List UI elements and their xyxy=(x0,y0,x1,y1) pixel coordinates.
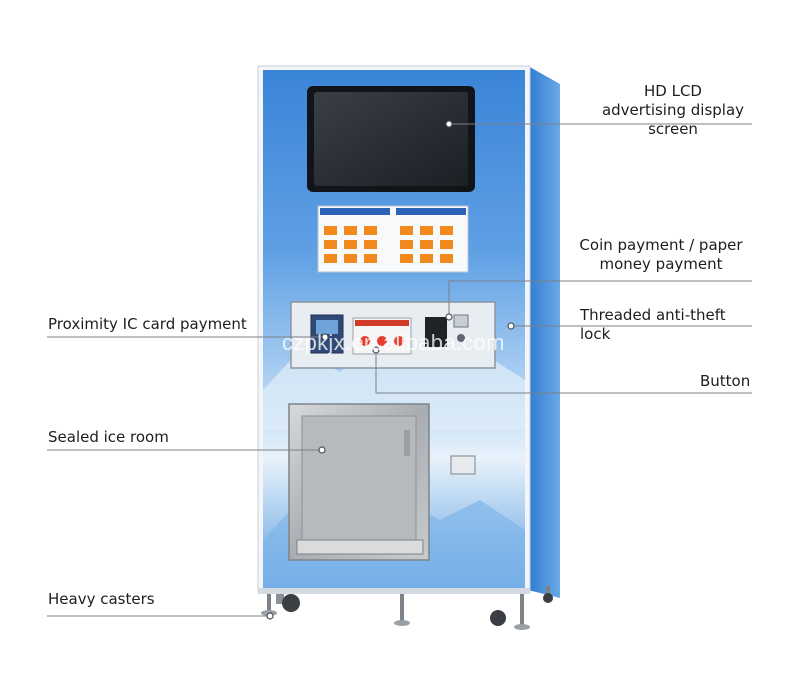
leveling-foot-right xyxy=(514,594,530,630)
label-lcd-screen: HD LCD advertising display screen xyxy=(601,82,745,138)
instruction-icons xyxy=(324,226,453,263)
label-coin-payment: Coin payment / paper money payment xyxy=(579,236,743,273)
caster-right xyxy=(490,610,506,626)
ice-room-handle xyxy=(404,430,410,456)
label-button: Button xyxy=(700,372,751,390)
label-ice-room: Sealed ice room xyxy=(48,428,169,446)
label-anti-theft-lock: Threaded anti-theft lock xyxy=(580,306,726,343)
caster-far-right xyxy=(543,586,553,603)
bill-acceptor xyxy=(425,317,447,347)
leveling-foot-mid xyxy=(394,594,410,626)
button-panel-header xyxy=(355,320,409,326)
coin-return xyxy=(457,334,465,342)
machine-side-panel xyxy=(528,66,560,598)
line-button xyxy=(375,350,752,394)
ic-card-reader-window xyxy=(316,320,338,334)
leader-lines xyxy=(47,123,752,617)
leader-dots xyxy=(266,120,515,620)
instruction-header-right xyxy=(396,208,466,215)
instruction-header-left xyxy=(320,208,390,215)
label-casters: Heavy casters xyxy=(48,590,155,608)
machine-base xyxy=(258,588,530,594)
caster-left xyxy=(276,594,300,612)
line-coin xyxy=(448,280,752,317)
watermark: czpkjx.en.alibaba.com xyxy=(282,330,505,355)
button-2 xyxy=(377,336,387,346)
ice-room-inner xyxy=(301,415,417,545)
button-3 xyxy=(394,336,404,346)
lcd-screen xyxy=(314,92,468,186)
side-indicator xyxy=(450,455,476,475)
coin-slot xyxy=(453,314,469,328)
button-1 xyxy=(360,336,370,346)
ice-room-shelf xyxy=(296,539,424,555)
label-ic-card: Proximity IC card payment xyxy=(48,315,247,333)
